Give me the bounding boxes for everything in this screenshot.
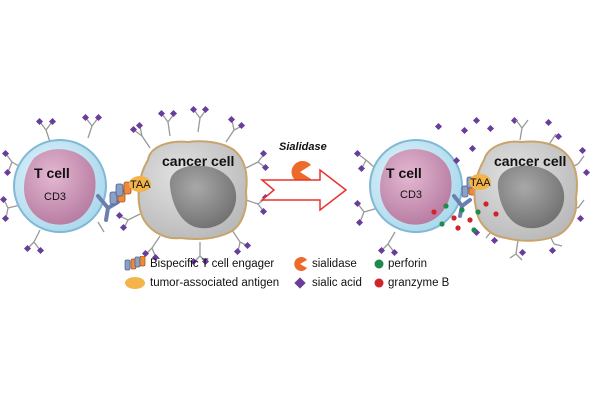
perforin-icon bbox=[374, 259, 384, 269]
taa-label-right: TAA bbox=[470, 177, 491, 189]
cancer-nucleus-right bbox=[497, 165, 565, 229]
legend-label-sialic-acid: sialic acid bbox=[312, 277, 362, 289]
legend-label-sialidase: sialidase bbox=[312, 258, 357, 270]
tcell-nucleus bbox=[24, 149, 96, 225]
center-step: Sialidase bbox=[259, 141, 348, 212]
left-panel: T cell CD3 bbox=[0, 105, 270, 266]
taa-antigen-left bbox=[129, 176, 151, 192]
cancer-cell-label-right: cancer cell bbox=[494, 153, 566, 169]
cancer-cell-label: cancer cell bbox=[162, 153, 234, 169]
right-panel: T cell CD3 bbox=[353, 116, 591, 261]
tcell-sialic-right bbox=[353, 149, 399, 257]
legend-label-tumor-antigen: tumor-associated antigen bbox=[150, 277, 280, 289]
taa-icon bbox=[125, 277, 145, 289]
legend-label-perforin: perforin bbox=[388, 258, 427, 270]
legend: Bispecific T cell engager tumor-associat… bbox=[124, 254, 504, 294]
sialidase-title: Sialidase bbox=[279, 141, 327, 153]
cd3-label-right: CD3 bbox=[400, 189, 422, 201]
legend-label-granzyme: granzyme B bbox=[388, 277, 450, 289]
sialidase-enzyme-icon bbox=[291, 161, 311, 183]
taa-antigen-right bbox=[469, 174, 491, 190]
bispecific-engager-left bbox=[109, 181, 132, 205]
bispecific-engager-icon bbox=[124, 256, 146, 271]
cd3-label: CD3 bbox=[44, 191, 66, 203]
tcell-label: T cell bbox=[34, 165, 70, 181]
process-arrow bbox=[259, 168, 348, 212]
taa-label-left: TAA bbox=[130, 179, 151, 191]
legend-label-bispecific: Bispecific T cell engager bbox=[150, 258, 275, 270]
tcell-nucleus-right bbox=[380, 149, 452, 225]
sialidase-icon bbox=[294, 257, 307, 271]
sialic-acid-icon bbox=[294, 277, 306, 289]
cytotoxic-granules bbox=[431, 201, 499, 233]
granzyme-icon bbox=[374, 278, 384, 288]
released-sialic-acids bbox=[434, 116, 591, 257]
tcell-label-right: T cell bbox=[386, 165, 422, 181]
cancer-nucleus bbox=[169, 165, 237, 229]
